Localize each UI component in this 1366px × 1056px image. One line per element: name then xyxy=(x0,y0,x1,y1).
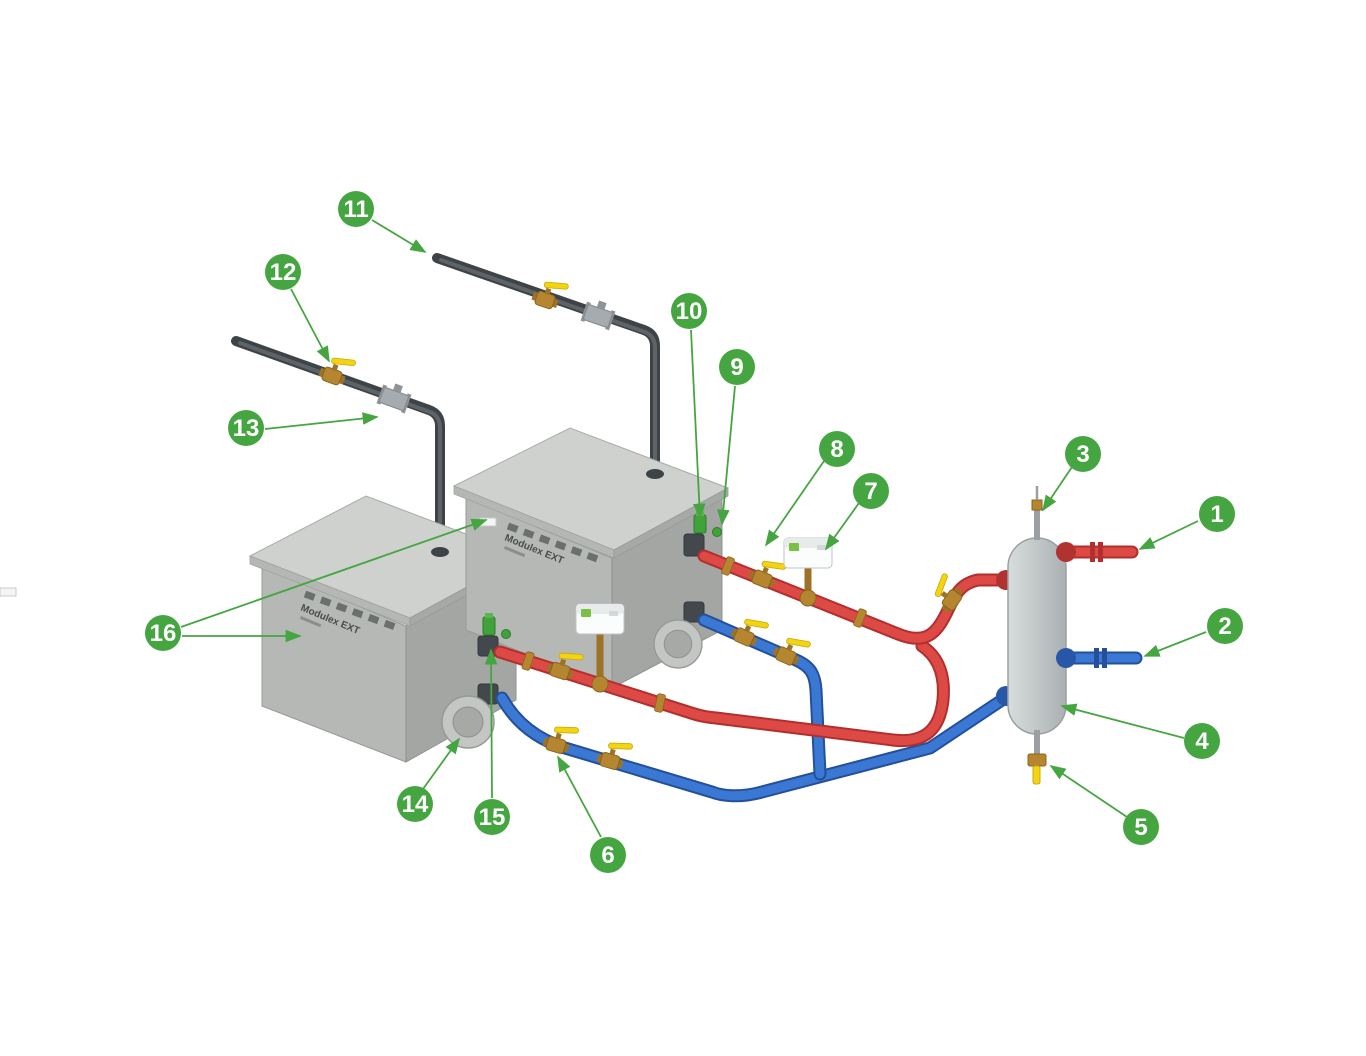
separator-return-inlet-flange xyxy=(1056,648,1076,668)
svg-text:10: 10 xyxy=(676,298,703,325)
svg-text:11: 11 xyxy=(343,196,368,223)
callout-11: 11 xyxy=(338,191,374,227)
callout-16: 16 xyxy=(145,615,181,651)
boiler-left-brand-logo xyxy=(0,587,17,597)
supply-stub-flange-2 xyxy=(1098,542,1103,562)
air-vent xyxy=(1031,499,1043,511)
gas-line-left-boiler xyxy=(231,336,445,561)
callout-8: 8 xyxy=(819,431,855,467)
boiler-right-sub-label xyxy=(503,546,526,558)
leader-1 xyxy=(1138,520,1199,550)
return-stub-flange-2 xyxy=(1102,648,1107,668)
boiler-right-supply-port xyxy=(683,533,705,557)
svg-text:5: 5 xyxy=(1134,814,1147,841)
callout-7: 7 xyxy=(853,473,889,509)
callout-1: 1 xyxy=(1199,496,1235,532)
gas-regulator-left xyxy=(375,379,414,415)
boiler-right-flue-collar xyxy=(646,469,664,479)
svg-text:6: 6 xyxy=(601,842,614,869)
actuator-valve-body-right xyxy=(799,589,817,607)
leader-12 xyxy=(290,288,330,363)
motorized-valve-actuator-right xyxy=(783,537,833,569)
callout-9: 9 xyxy=(719,349,755,385)
separator-supply-outlet-flange xyxy=(1056,542,1076,562)
leader-10 xyxy=(690,329,706,520)
leader-3 xyxy=(1041,466,1073,512)
supply-stub-flange xyxy=(1090,542,1095,562)
leader-9 xyxy=(717,385,736,526)
svg-text:13: 13 xyxy=(233,415,260,442)
leader-15 xyxy=(484,648,498,799)
exhaust-adapter-left xyxy=(441,695,495,749)
svg-text:1: 1 xyxy=(1210,501,1223,528)
exhaust-adapter-right xyxy=(653,619,703,669)
callout-14: 14 xyxy=(397,786,433,822)
callout-badges: 1 2 3 4 5 6 7 8 9 10 11 12 13 14 15 xyxy=(145,191,1243,873)
callout-13: 13 xyxy=(228,410,264,446)
sensor-knob-right xyxy=(712,527,722,537)
callout-leader-lines xyxy=(180,219,1207,838)
callout-2: 2 xyxy=(1207,608,1243,644)
leader-4 xyxy=(1060,703,1185,739)
boiler-left-flue-collar xyxy=(431,547,449,557)
sensor-knob-left xyxy=(501,629,511,639)
motorized-valve-actuator-left xyxy=(575,603,625,635)
svg-text:12: 12 xyxy=(270,259,297,286)
leader-6 xyxy=(557,755,602,838)
gas-line-right-boiler xyxy=(432,253,660,483)
svg-text:14: 14 xyxy=(402,791,429,818)
callout-4: 4 xyxy=(1184,723,1220,759)
return-stub-flange xyxy=(1094,648,1099,668)
svg-text:9: 9 xyxy=(730,354,743,381)
leader-14 xyxy=(422,737,461,790)
drain-valve-handle xyxy=(1032,765,1041,785)
leader-2 xyxy=(1143,631,1207,657)
drain-valve xyxy=(1027,753,1047,767)
leader-13 xyxy=(264,412,379,430)
svg-text:3: 3 xyxy=(1076,441,1089,468)
callout-5: 5 xyxy=(1123,809,1159,845)
hydraulic-separator xyxy=(996,486,1076,785)
callout-12: 12 xyxy=(265,254,301,290)
leader-11 xyxy=(371,219,427,253)
gas-regulator-right xyxy=(580,296,618,331)
callout-15: 15 xyxy=(474,799,510,835)
callout-10: 10 xyxy=(671,293,707,329)
actuator-valve-body-left xyxy=(591,675,609,693)
leader-7 xyxy=(824,502,860,551)
svg-text:15: 15 xyxy=(479,804,506,831)
leader-5 xyxy=(1049,764,1128,818)
svg-text:2: 2 xyxy=(1218,613,1231,640)
leader-8 xyxy=(764,460,825,547)
callout-6: 6 xyxy=(590,837,626,873)
svg-text:16: 16 xyxy=(150,620,177,647)
svg-text:8: 8 xyxy=(830,436,843,463)
callout-3: 3 xyxy=(1065,436,1101,472)
svg-text:7: 7 xyxy=(864,478,877,505)
svg-text:4: 4 xyxy=(1195,728,1209,755)
separator-body xyxy=(1007,537,1067,735)
leader-16b xyxy=(180,518,488,628)
boiler-left-sub-label xyxy=(299,616,322,628)
